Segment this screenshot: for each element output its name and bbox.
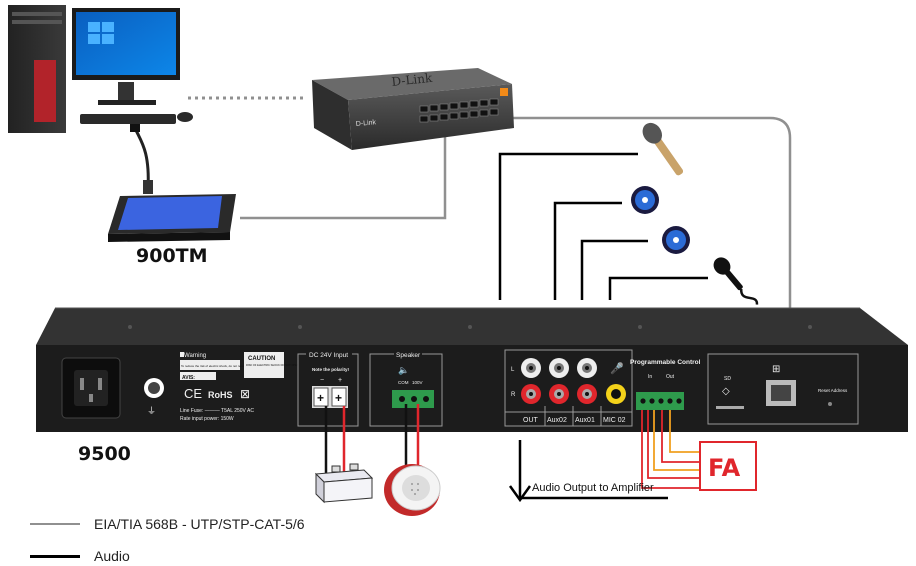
computer [8, 5, 193, 133]
speaker-icon: 🔈 [398, 366, 409, 376]
rca-red-row [521, 384, 597, 404]
prog-in-label: In [648, 374, 652, 380]
legend-network-swatch [30, 523, 80, 525]
svg-text:+: + [317, 391, 324, 405]
label-aux02: Aux02 [547, 417, 567, 424]
audio-cables [498, 152, 708, 503]
prog-control-title: Programmable Control [630, 359, 701, 366]
dc-plus-label: + [338, 377, 342, 384]
audio-l-label: L [511, 367, 515, 373]
sd-card-slot [716, 406, 744, 409]
label-mic02: MIC 02 [603, 417, 626, 424]
fa-label: FA [708, 454, 741, 482]
network-cables [188, 96, 792, 348]
caution-title: CAUTION [248, 356, 275, 362]
fa-wires [641, 410, 700, 489]
switch-brand-label: D-Link [391, 71, 434, 89]
cable-console-switch [240, 128, 447, 220]
legend-audio: Audio [30, 548, 130, 564]
sd-label: SD [724, 376, 731, 382]
legend-network: EIA/TIA 568B - UTP/STP-CAT-5/6 [30, 516, 305, 532]
handheld-mic-icon [713, 257, 759, 305]
microphone-icon [642, 122, 684, 176]
legend-audio-label: Audio [94, 548, 130, 564]
pc-keyboard [80, 114, 176, 124]
cable-cd1 [553, 201, 622, 300]
speaker-title: Speaker [396, 352, 421, 359]
caution-sub: RISK OF ELECTRIC SHOCK DO NOT OPEN [246, 363, 299, 367]
cd-disc-icon-2 [662, 226, 690, 254]
legend-audio-swatch [30, 554, 80, 558]
speaker-com-label: COM [398, 380, 409, 385]
pc-mouse [177, 112, 193, 122]
cable-mic-in [498, 152, 638, 300]
ground-icon: ⏚ [147, 406, 156, 417]
warning-title: Warning [184, 353, 206, 359]
reset-button [828, 402, 832, 406]
power-text: Rate input power: 150W [180, 416, 234, 422]
unit-9500-panel: ⏚ Warning To reduce the risk of electric… [36, 307, 908, 432]
speaker-100v-label: 100V [412, 380, 423, 385]
label-out: OUT [523, 417, 539, 424]
legend-network-label: EIA/TIA 568B - UTP/STP-CAT-5/6 [94, 516, 305, 532]
rohs-mark: RoHS [208, 390, 233, 400]
mic-jack-icon: 🎤 [610, 361, 624, 375]
network-icon: ⊞ [772, 364, 780, 375]
cd-disc-icon [631, 186, 659, 214]
dc-minus-label: − [320, 377, 324, 384]
cable-cd2 [580, 239, 648, 300]
panel-rear-face [36, 345, 908, 432]
paging-console [108, 124, 236, 242]
prog-out-label: Out [666, 374, 675, 380]
switch-front-label: D-Link [356, 119, 377, 128]
weee-icon: ⊠ [240, 387, 250, 401]
cable-mic2 [608, 276, 708, 300]
ce-mark: CE [184, 386, 202, 401]
battery-wires [324, 404, 420, 474]
battery-icon [314, 463, 374, 504]
rca-white-row [521, 358, 597, 378]
console-gooseneck [133, 127, 150, 189]
network-switch: D-Link D-Link [312, 68, 514, 150]
dc-polarity-note: Note the polarity! [312, 367, 350, 372]
sd-icon: ◇ [722, 386, 730, 397]
avis-text: AVIS: [182, 375, 195, 381]
fuse-text: Line Fuse: ——— T5AL 250V AC [180, 408, 254, 414]
console-label: 900TM [136, 245, 208, 267]
unit-label: 9500 [78, 443, 131, 465]
label-aux01: Aux01 [575, 417, 595, 424]
warning-text: To reduce the risk of electric shock, do… [181, 364, 256, 368]
svg-text:+: + [335, 391, 342, 405]
reset-address-label: Reset Address [818, 388, 848, 393]
audio-r-label: R [511, 392, 516, 398]
ceiling-speaker-icon [384, 464, 441, 516]
audio-output-label: Audio Output to Amplifier [532, 482, 654, 494]
fa-box [699, 441, 757, 491]
cable-switch-unit [478, 116, 792, 348]
network-box [707, 353, 859, 425]
audio-out-arrow [508, 485, 532, 503]
audio-io-box [504, 349, 633, 427]
dc-input-title: DC 24V Input [309, 352, 348, 359]
